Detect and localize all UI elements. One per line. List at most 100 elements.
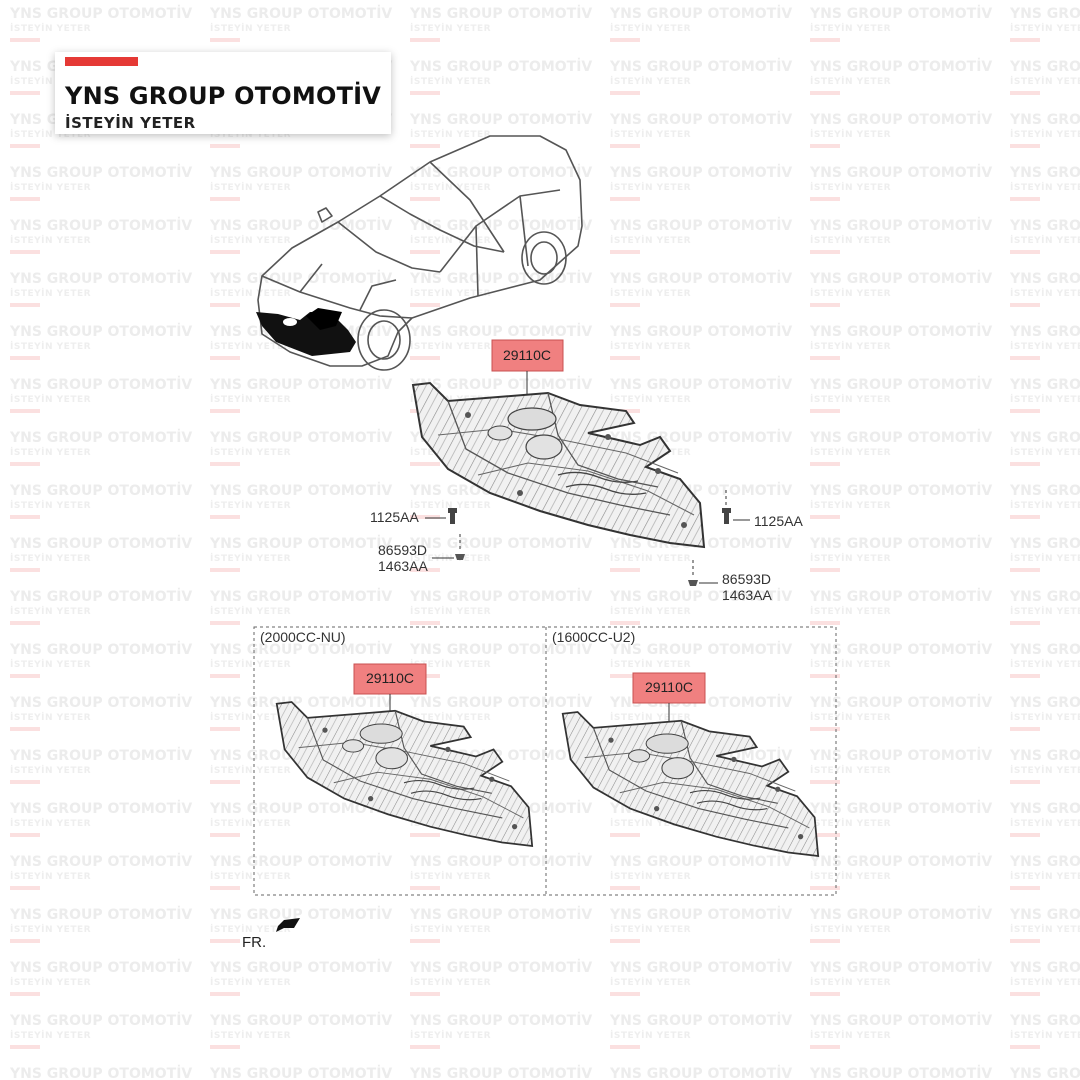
- watermark-subtitle: İSTEYİN YETER: [610, 77, 692, 87]
- watermark-subtitle: İSTEYİN YETER: [1010, 77, 1080, 87]
- watermark-accent-bar: [810, 1045, 840, 1049]
- watermark-title: YNS GROUP OTOMOTİV: [1010, 854, 1080, 870]
- watermark-title: YNS GROUP OTOMOTİV: [810, 536, 993, 552]
- watermark-accent-bar: [810, 303, 840, 307]
- watermark-subtitle: İSTEYİN YETER: [610, 130, 692, 140]
- variant-1600cc-label: (1600CC-U2): [552, 629, 635, 645]
- watermark-title: YNS GROUP OTOMOTİV: [10, 801, 193, 817]
- watermark-subtitle: İSTEYİN YETER: [1010, 183, 1080, 193]
- watermark-accent-bar: [10, 833, 40, 837]
- watermark-subtitle: İSTEYİN YETER: [1010, 766, 1080, 776]
- watermark-accent-bar: [210, 197, 240, 201]
- watermark-title: YNS GROUP OTOMOTİV: [410, 695, 593, 711]
- watermark-title: YNS GROUP OTOMOTİV: [210, 6, 393, 22]
- watermark-subtitle: İSTEYİN YETER: [10, 130, 92, 140]
- watermark-subtitle: İSTEYİN YETER: [1010, 607, 1080, 617]
- watermark-subtitle: İSTEYİN YETER: [810, 819, 892, 829]
- watermark-title: YNS GROUP OTOMOTİV: [810, 59, 993, 75]
- watermark-accent-bar: [810, 515, 840, 519]
- watermark-accent-bar: [1010, 1045, 1040, 1049]
- watermark-title: YNS GROUP OTOMOTİV: [1010, 218, 1080, 234]
- watermark-subtitle: İSTEYİN YETER: [410, 554, 492, 564]
- watermark-subtitle: İSTEYİN YETER: [810, 925, 892, 935]
- watermark-subtitle: İSTEYİN YETER: [210, 872, 292, 882]
- watermark-title: YNS GROUP OTOMOTİV: [10, 271, 193, 287]
- watermark-subtitle: İSTEYİN YETER: [610, 660, 692, 670]
- bolt-left: 1125AA: [370, 508, 457, 525]
- watermark-accent-bar: [610, 1045, 640, 1049]
- watermark-accent-bar: [10, 1045, 40, 1049]
- watermark-accent-bar: [810, 91, 840, 95]
- variant-2000cc-label: (2000CC-NU): [260, 629, 346, 645]
- watermark-title: YNS GROUP OTOMOTİV: [810, 6, 993, 22]
- watermark-subtitle: İSTEYİN YETER: [810, 554, 892, 564]
- bolt-left-label: 1125AA: [370, 509, 419, 525]
- watermark-subtitle: İSTEYİN YETER: [210, 236, 292, 246]
- watermark-subtitle: İSTEYİN YETER: [1010, 978, 1080, 988]
- watermark-subtitle: İSTEYİN YETER: [1010, 925, 1080, 935]
- watermark-title: YNS GROUP OTOMOTİV: [10, 854, 193, 870]
- watermark-subtitle: İSTEYİN YETER: [610, 978, 692, 988]
- car-emblem: [283, 318, 297, 326]
- part-tag-main: 29110C: [491, 339, 564, 394]
- watermark-title: YNS GROUP OTOMOTİV: [810, 960, 993, 976]
- watermark-subtitle: İSTEYİN YETER: [610, 713, 692, 723]
- watermark-accent-bar: [410, 515, 440, 519]
- watermark-accent-bar: [10, 250, 40, 254]
- watermark-accent-bar: [1010, 356, 1040, 360]
- watermark-title: YNS GROUP OTOMOTİV: [610, 907, 793, 923]
- watermark-accent-bar: [210, 250, 240, 254]
- watermark-title: YNS GROUP OTOMOTİV: [810, 695, 993, 711]
- watermark-accent-bar: [810, 727, 840, 731]
- watermark-accent-bar: [410, 886, 440, 890]
- clip-right-label-2: 1463AA: [722, 587, 772, 603]
- watermark-title: YNS GROUP OTOMOTİV: [10, 1013, 193, 1029]
- watermark-subtitle: İSTEYİN YETER: [10, 660, 92, 670]
- watermark-subtitle: İSTEYİN YETER: [410, 925, 492, 935]
- watermark-subtitle: İSTEYİN YETER: [410, 289, 492, 299]
- watermark-accent-bar: [810, 462, 840, 466]
- watermark-title: YNS GROUP OTOMOTİV: [610, 589, 793, 605]
- watermark-subtitle: İSTEYİN YETER: [1010, 554, 1080, 564]
- watermark-accent-bar: [410, 992, 440, 996]
- watermark-subtitle: İSTEYİN YETER: [810, 713, 892, 723]
- watermark-subtitle: İSTEYİN YETER: [10, 925, 92, 935]
- watermark-accent-bar: [10, 38, 40, 42]
- watermark-subtitle: İSTEYİN YETER: [210, 183, 292, 193]
- watermark-accent-bar: [10, 356, 40, 360]
- watermark-subtitle: İSTEYİN YETER: [210, 607, 292, 617]
- watermark-subtitle: İSTEYİN YETER: [1010, 1031, 1080, 1041]
- watermark-subtitle: İSTEYİN YETER: [610, 1031, 692, 1041]
- watermark-subtitle: İSTEYİN YETER: [610, 819, 692, 829]
- clip-left: 86593D 1463AA: [378, 534, 465, 574]
- watermark-title: YNS GROUP OTOMOTİV: [1010, 324, 1080, 340]
- watermark-title: YNS GROUP OTOMOTİV: [810, 483, 993, 499]
- watermark-title: YNS GROUP OTOMOTİV: [210, 483, 393, 499]
- watermark-title: YNS GROUP OTOMOTİV: [410, 854, 593, 870]
- watermark-title: YNS GROUP OTOMOTİV: [410, 1066, 593, 1080]
- watermark-subtitle: İSTEYİN YETER: [10, 713, 92, 723]
- watermark-subtitle: İSTEYİN YETER: [810, 77, 892, 87]
